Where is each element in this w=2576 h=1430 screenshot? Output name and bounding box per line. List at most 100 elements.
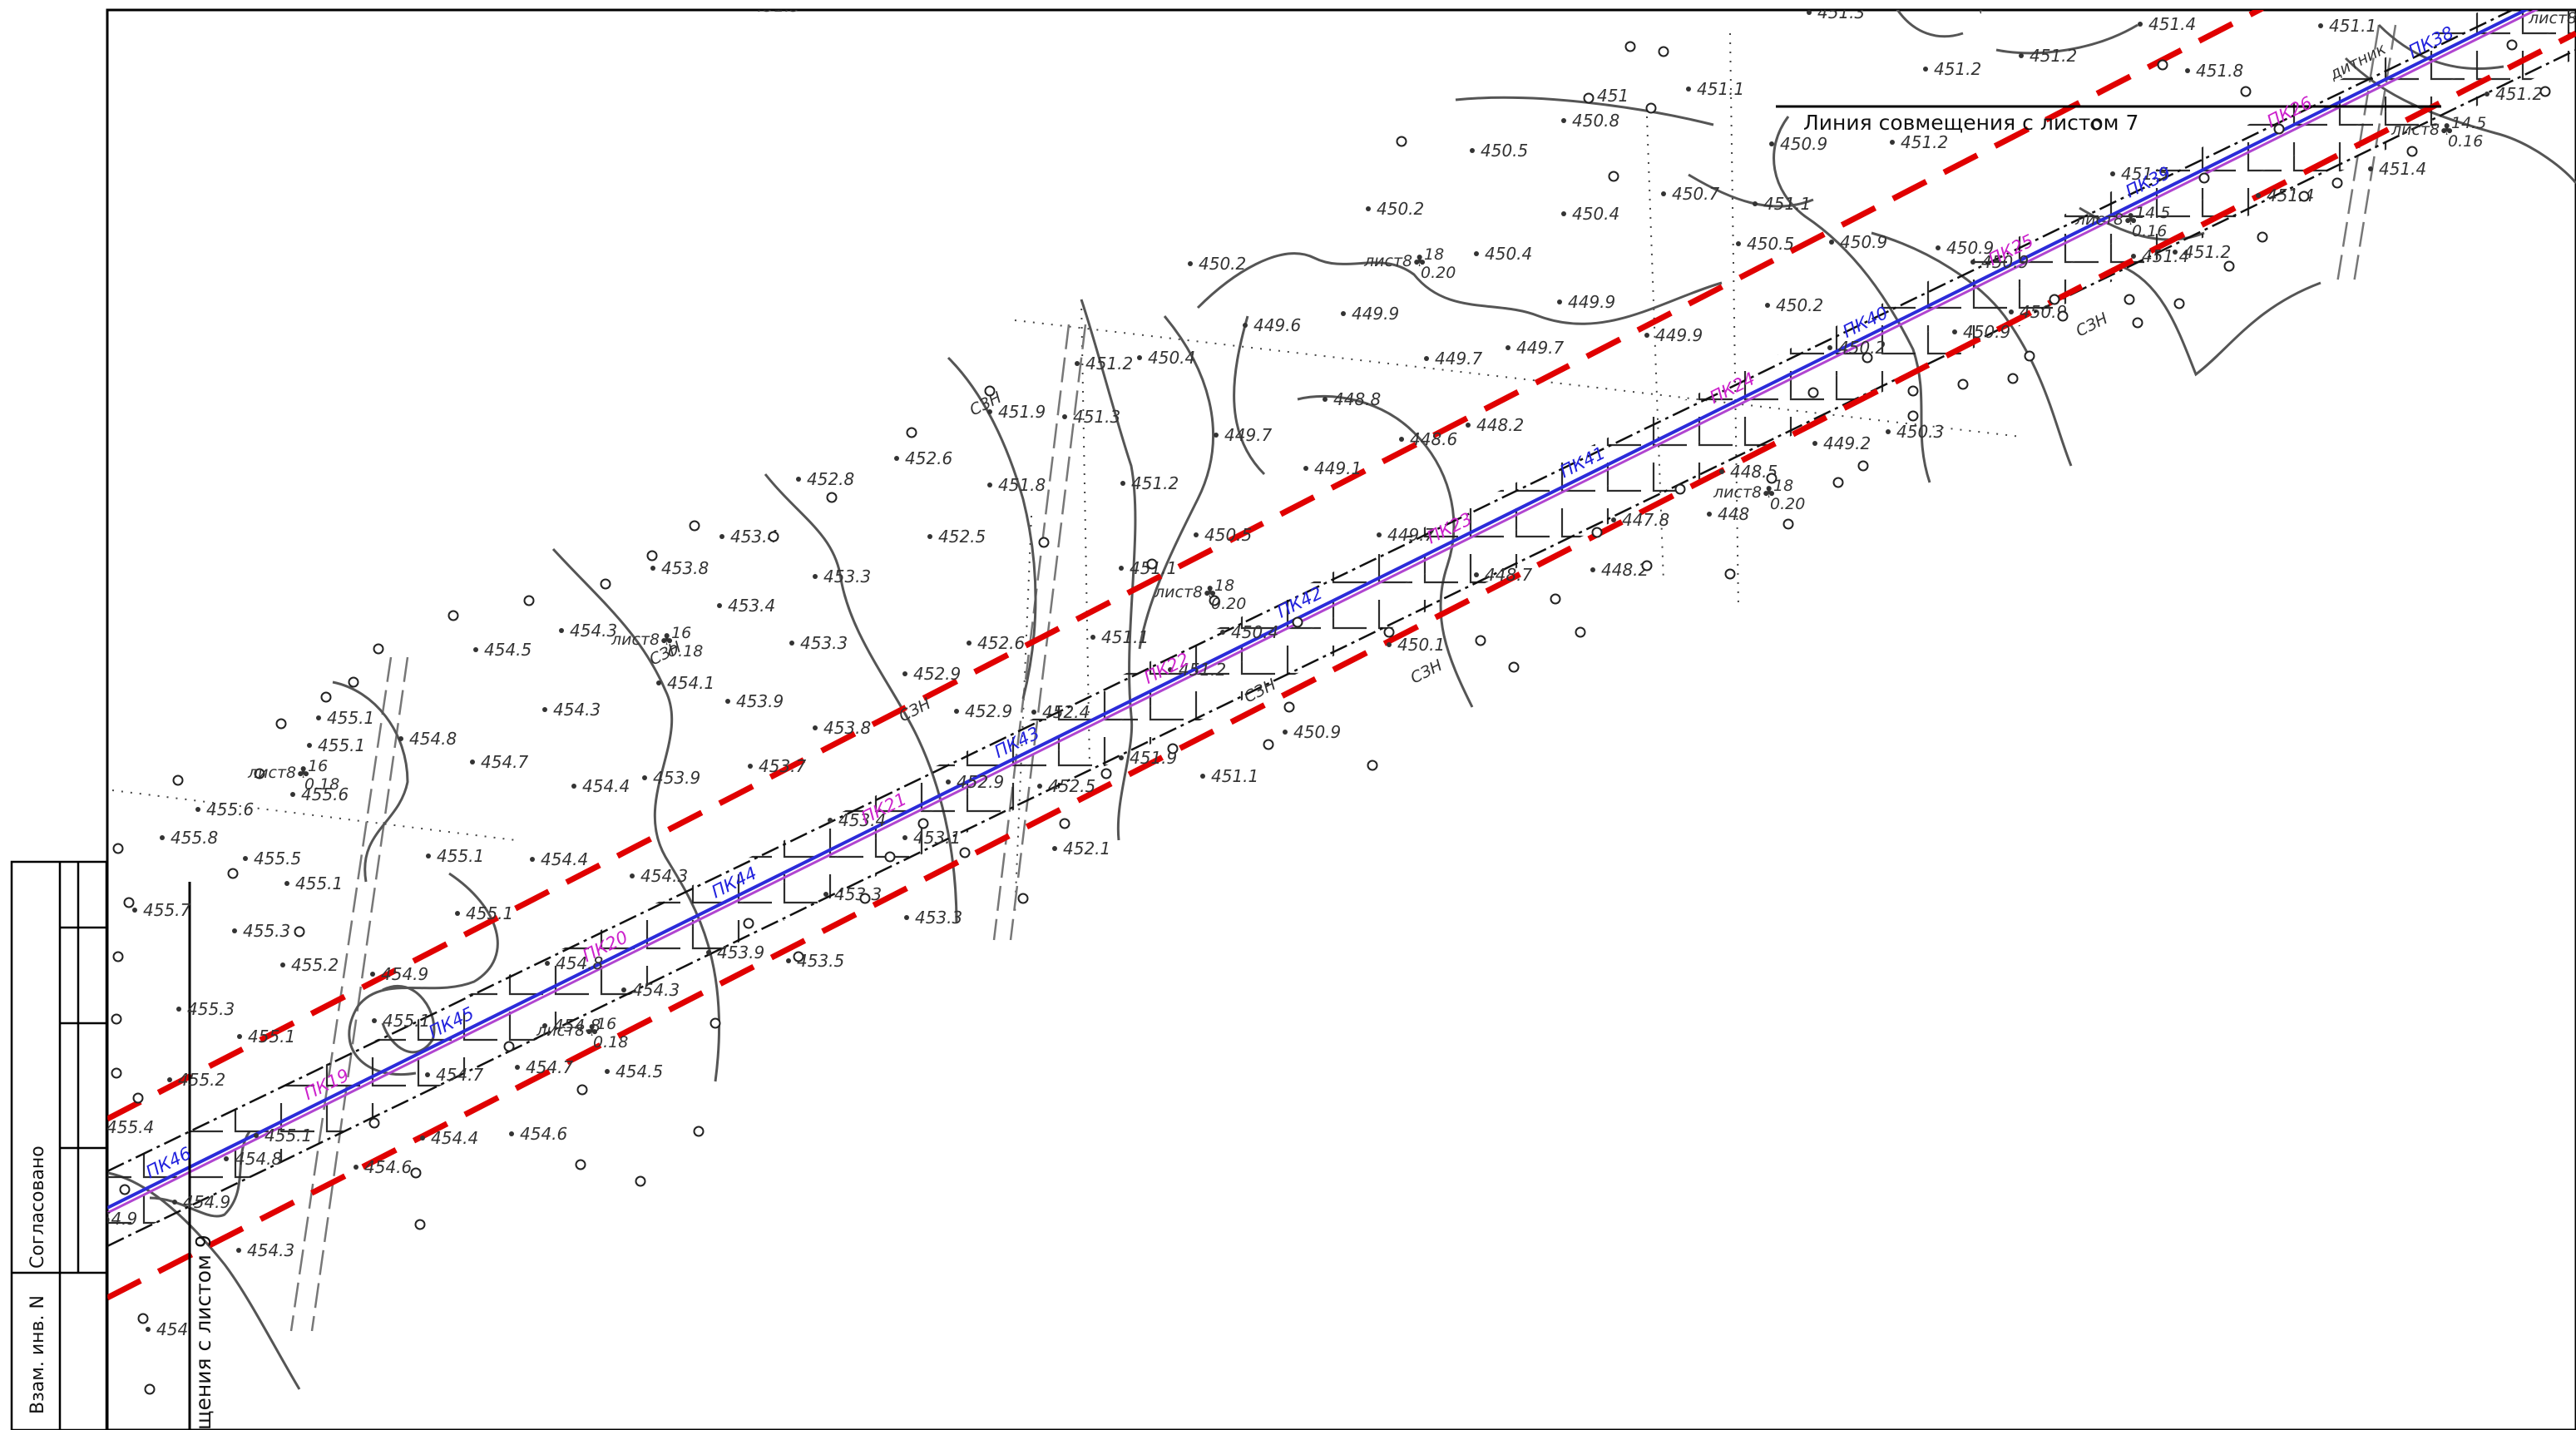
elevation-point — [1707, 512, 1712, 517]
elevation-label: 450.9 — [1293, 722, 1341, 742]
survey-marker — [1658, 46, 1669, 57]
survey-marker — [1807, 387, 1819, 398]
elevation-label: 451.3 — [1817, 2, 1865, 22]
elevation-point — [1474, 572, 1479, 577]
elevation-point — [1890, 140, 1895, 145]
stamp-inv-label: Взам. инв. N — [27, 1295, 48, 1414]
elevation-point — [455, 911, 460, 916]
elevation-point — [280, 962, 285, 967]
forest-type-label: лист8♣ — [1713, 483, 1776, 502]
elevation-label: 454.8 — [235, 1149, 282, 1169]
elevation-label: 451.4 — [2142, 246, 2189, 266]
forest-type-label: лист8♣ — [1154, 583, 1217, 601]
survey-marker — [793, 951, 804, 962]
elevation-label: 451.1 — [1697, 79, 1744, 99]
elevation-label: 450.5 — [1481, 141, 1528, 161]
elevation-point — [1644, 333, 1649, 338]
elevation-label: 453.5 — [797, 951, 844, 971]
elevation-point — [2138, 22, 2143, 27]
elevation-label: 455.2 — [291, 955, 339, 975]
elevation-label: 453.3 — [915, 908, 962, 928]
elevation-point — [224, 1156, 229, 1161]
elevation-point — [1119, 566, 1124, 571]
survey-marker — [2049, 294, 2060, 305]
elevation-point — [987, 482, 992, 487]
forest-type-label: лист8♣ — [1363, 252, 1426, 270]
elevation-label: 455.1 — [383, 1011, 430, 1031]
elevation-point — [254, 1133, 259, 1138]
elevation-label: 452.8 — [807, 469, 854, 489]
survey-marker — [2007, 373, 2019, 384]
forest-type-label: лист8♣ — [611, 631, 674, 649]
tree-height-label: 14.5 — [2451, 114, 2486, 132]
elevation-point — [146, 1327, 151, 1332]
elevation-label: 451.1 — [1211, 766, 1258, 786]
elevation-point — [813, 725, 818, 730]
elevation-label: 448 — [1718, 504, 1749, 524]
elevation-label: 448.2 — [1601, 560, 1649, 580]
survey-marker — [1591, 527, 1603, 538]
elevation-label: 448.6 — [1410, 429, 1457, 449]
elevation-point — [786, 958, 791, 963]
survey-marker — [884, 851, 896, 863]
elevation-label: 449.7 — [1516, 338, 1565, 358]
elevation-label: 453.9 — [653, 768, 700, 788]
elevation-label: 452.9 — [913, 664, 961, 684]
elevation-label: 455.8 — [171, 828, 218, 848]
elevation-point — [1387, 642, 1392, 647]
survey-marker — [1766, 473, 1777, 484]
survey-marker — [2298, 191, 2310, 202]
elevation-point — [1283, 730, 1288, 735]
elevation-label: 454.1 — [667, 673, 714, 693]
survey-marker — [523, 595, 535, 606]
survey-marker — [1575, 626, 1586, 638]
elevation-label: 449.9 — [1655, 325, 1703, 345]
elevation-label: 453.4 — [728, 596, 775, 616]
elevation-point — [1827, 345, 1832, 350]
elevation-label: 455.1 — [437, 846, 484, 866]
elevation-point — [176, 1007, 181, 1012]
survey-marker — [2090, 119, 2102, 131]
elevation-point — [605, 1069, 610, 1074]
elevation-label: 451.9 — [998, 402, 1046, 422]
elevation-label: 453.3 — [834, 884, 882, 904]
elevation-label: 455.1 — [295, 873, 343, 893]
elevation-label: 449.9 — [1568, 292, 1615, 312]
survey-marker — [710, 1017, 721, 1029]
elevation-label: 454.8 — [409, 729, 457, 749]
elevation-point — [725, 699, 730, 704]
elevation-point — [828, 818, 833, 823]
elevation-point — [316, 715, 321, 720]
elevation-label: 449.6 — [1253, 315, 1301, 335]
elevation-point — [1188, 261, 1193, 266]
elevation-label: 452.4 — [1042, 702, 1090, 722]
elevation-label: 455.1 — [265, 1126, 312, 1145]
elevation-label: 451.1 — [1101, 627, 1149, 647]
elevation-label: 453.4 — [838, 810, 886, 830]
survey-marker — [2057, 310, 2069, 322]
elevation-point — [1952, 329, 1957, 334]
elevation-label: 455.1 — [327, 708, 374, 728]
elevation-point — [1341, 311, 1346, 316]
survey-marker — [2257, 231, 2268, 243]
elevation-point — [2485, 92, 2489, 96]
elevation-point — [1062, 414, 1067, 419]
tree-diameter-label: 0.20 — [1421, 264, 1456, 282]
elevation-label: 449.9 — [1352, 304, 1399, 324]
elevation-label: 455.1 — [318, 735, 365, 755]
survey-marker — [984, 385, 996, 397]
elevation-label: 450.2 — [1776, 295, 1823, 315]
elevation-label: 454.8 — [556, 953, 603, 973]
tree-height-label: 18 — [1214, 576, 1234, 595]
elevation-point — [195, 807, 200, 812]
survey-marker — [414, 1219, 426, 1230]
elevation-point — [706, 950, 711, 955]
survey-marker — [1624, 41, 1636, 52]
elevation-label: 449.1 — [1314, 458, 1362, 478]
survey-marker — [1508, 661, 1520, 673]
elevation-point — [650, 566, 655, 571]
survey-marker — [144, 1383, 156, 1395]
survey-marker — [2273, 123, 2285, 135]
elevation-label: 454.3 — [640, 866, 688, 886]
elevation-label: 454.4 — [431, 1128, 478, 1148]
